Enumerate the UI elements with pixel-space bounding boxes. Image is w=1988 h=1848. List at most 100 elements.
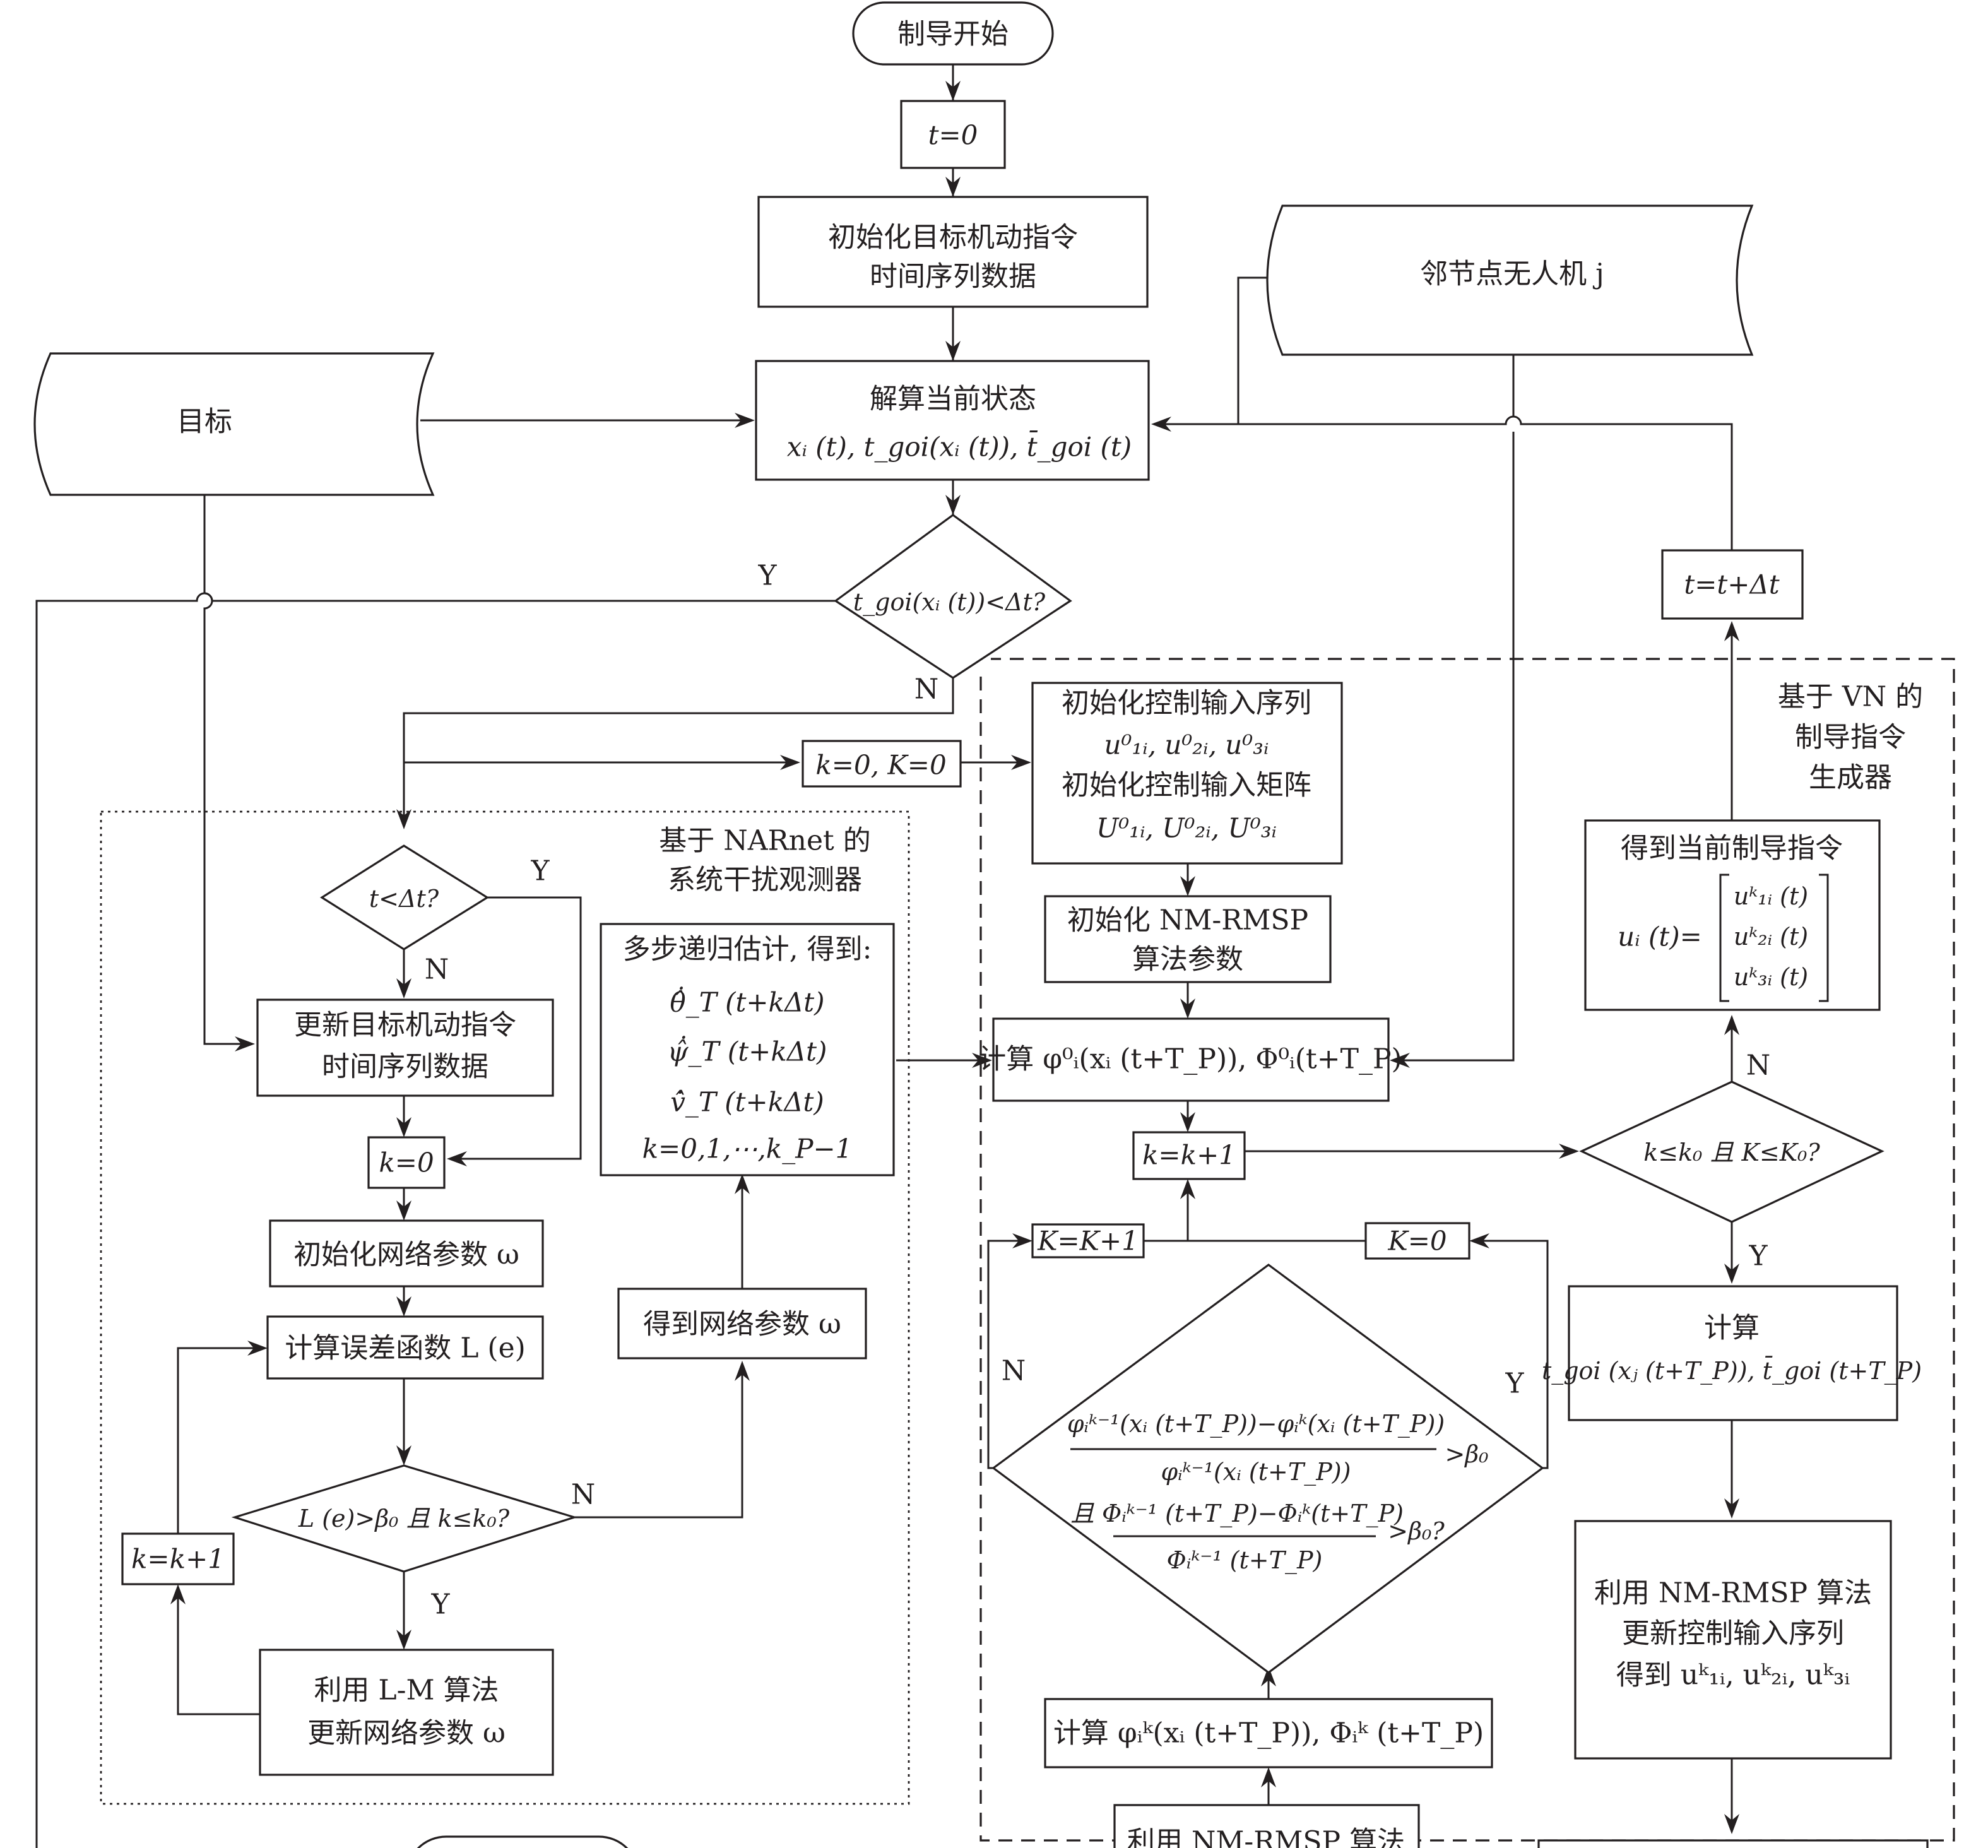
node-k-zero-left[interactable]: k=0 [367, 1136, 446, 1189]
node-conv-check-den2: Φᵢᵏ⁻¹ (t+T_P) [1167, 1546, 1323, 1575]
node-t-update[interactable]: t=t+Δt [1661, 549, 1804, 620]
node-init-target-line2: 时间序列数据 [870, 261, 1036, 293]
node-calc-tgo-j-line2: t_goi (xⱼ (t+T_P)), t̄_goi (t+T_P) [1542, 1356, 1922, 1385]
node-update-target-line1: 更新目标机动指令 [294, 1009, 516, 1041]
node-K-inc[interactable]: K=K+1 [1031, 1223, 1145, 1259]
node-loss-check[interactable]: L (e)>β₀ 且 k≤k₀? [231, 1464, 578, 1573]
node-init-control-line3: 初始化控制输入矩阵 [1062, 769, 1311, 802]
node-conv-check[interactable]: φᵢᵏ⁻¹(xᵢ (t+T_P))−φᵢᵏ(xᵢ (t+T_P)) φᵢᵏ⁻¹(… [991, 1264, 1544, 1674]
node-calc-tgo-j[interactable]: 计算 t_goi (xⱼ (t+T_P)), t̄_goi (t+T_P) [1542, 1285, 1922, 1421]
node-t-check[interactable]: t<Δt? [320, 844, 490, 951]
arrow-head [396, 1630, 411, 1650]
node-conv-check-gt1: >β₀ [1445, 1440, 1488, 1468]
node-get-weights-label: 得到网络参数 ω [643, 1308, 841, 1341]
node-lm-update[interactable]: 利用 L-M 算法 更新网络参数 ω [259, 1649, 554, 1776]
node-k-zero-left-label: k=0 [379, 1147, 434, 1178]
node-init-nmrmsp[interactable]: 初始化 NM-RMSP 算法参数 [1044, 895, 1332, 983]
node-multi-step[interactable]: 多步递归估计, 得到: θ̂̇_T (t+kΔt) ψ̂̇_T (t+kΔt) … [600, 923, 895, 1176]
arrow-head [1724, 1814, 1739, 1834]
arrow-head [972, 1053, 992, 1068]
arrowheads [170, 81, 1739, 1834]
node-loop-check[interactable]: k≤k₀ 且 K≤K₀? [1579, 1081, 1884, 1223]
node-init-target[interactable]: 初始化目标机动指令 时间序列数据 [757, 196, 1149, 308]
node-get-weights[interactable]: 得到网络参数 ω [617, 1288, 867, 1359]
edge-label-conv-no: N [1002, 1355, 1026, 1387]
node-calc-tgo-j-line1: 计算 [1704, 1312, 1760, 1344]
node-init-target-line1: 初始化目标机动指令 [828, 222, 1078, 254]
narnet-group-title-1: 基于 NARnet 的 [659, 825, 870, 857]
node-lm-update-line1: 利用 L-M 算法 [314, 1674, 499, 1707]
node-k-inc-left-label: k=k+1 [131, 1544, 225, 1575]
node-calc-loss[interactable]: 计算误差函数 L (e) [266, 1315, 544, 1380]
arrow-head [945, 341, 961, 361]
node-get-command[interactable]: 得到当前制导指令 uᵢ (t)= uᵏ₁ᵢ (t) uᵏ₂ᵢ (t) uᵏ₃ᵢ … [1584, 819, 1881, 1011]
node-K-inc-label: K=K+1 [1037, 1226, 1139, 1257]
node-k-inc-left[interactable]: k=k+1 [121, 1532, 235, 1585]
edge-lm-kinc [177, 1590, 260, 1715]
edge-target-update [203, 495, 247, 1045]
node-multi-step-line1: 多步递归估计, 得到: [623, 933, 872, 966]
arrow-head [735, 1361, 750, 1381]
vn-group-title-3: 生成器 [1809, 762, 1892, 794]
node-k-inc-right[interactable]: k=k+1 [1132, 1131, 1246, 1180]
edge-check-yes-end [35, 592, 836, 1848]
node-init-weights[interactable]: 初始化网络参数 ω [269, 1219, 544, 1288]
node-init-control-line4: U⁰₁ᵢ, U⁰₂ᵢ, U⁰₃ᵢ [1096, 813, 1277, 844]
arrow-head [945, 495, 961, 515]
arrow-head [247, 1341, 268, 1356]
arrow-head [1261, 1767, 1276, 1787]
edge-label-tcheck-no: N [425, 954, 449, 986]
node-calc-loss-label: 计算误差函数 L (e) [285, 1332, 526, 1365]
node-calc-tgo-i[interactable]: 计算 t_goi (xᵢ (t+T_p)) [1537, 1839, 1929, 1848]
node-start[interactable]: 制导开始 [852, 1, 1054, 66]
node-solve-state-line1: 解算当前状态 [870, 383, 1036, 415]
edge-neighbor-phi0 [1397, 353, 1515, 1062]
node-end[interactable]: 制导结束 [406, 1835, 639, 1848]
matrix-bracket-right [1819, 874, 1829, 1002]
arrow-head [1012, 1233, 1032, 1248]
edge-check-no [403, 678, 954, 823]
node-conv-check-num1: φᵢᵏ⁻¹(xᵢ (t+T_P))−φᵢᵏ(xᵢ (t+T_P)) [1067, 1410, 1445, 1438]
node-conv-check-gt2: >β₀? [1388, 1517, 1445, 1545]
arrow-head [396, 1445, 411, 1466]
vn-group-border [979, 658, 1955, 1842]
node-update-matrix[interactable]: 利用 NM-RMSP 算法 更新控制输入矩阵 得到 Uᵏ₁ᵢ, Uᵏ₂ᵢ, Uᵏ… [1113, 1804, 1420, 1848]
node-neighbor[interactable]: 邻节点无人机 j [1266, 204, 1754, 356]
node-t0-label: t=0 [928, 120, 978, 151]
arrow-head [735, 1174, 750, 1194]
narnet-group-border [100, 810, 910, 1805]
node-calc-phik-label: 计算 φᵢᵏ(xᵢ (t+T_P)), Φᵢᵏ (t+T_P) [1053, 1717, 1484, 1750]
arrow-head [1390, 1053, 1410, 1068]
node-init-control[interactable]: 初始化控制输入序列 u⁰₁ᵢ, u⁰₂ᵢ, u⁰₃ᵢ 初始化控制输入矩阵 U⁰₁… [1031, 682, 1343, 865]
node-update-target[interactable]: 更新目标机动指令 时间序列数据 [256, 998, 554, 1097]
node-calc-phi0-label: 计算 φ⁰ᵢ(xᵢ (t+T_P)), Φ⁰ᵢ(t+T_P) [978, 1043, 1402, 1075]
node-t0[interactable]: t=0 [900, 100, 1006, 169]
node-tgo-check[interactable]: t_goi(xᵢ (t))<Δt? [834, 514, 1072, 679]
node-calc-phik[interactable]: 计算 φᵢᵏ(xᵢ (t+T_P)), Φᵢᵏ (t+T_P) [1044, 1698, 1493, 1768]
node-loop-check-label: k≤k₀ 且 K≤K₀? [1643, 1139, 1820, 1166]
edge-label-conv-yes: Y [1505, 1368, 1524, 1400]
arrow-head [1180, 998, 1195, 1019]
node-neighbor-label: 邻节点无人机 j [1420, 258, 1604, 290]
node-get-command-title: 得到当前制导指令 [1621, 832, 1843, 865]
arrow-head [1151, 417, 1171, 432]
edge-conv-no [987, 1240, 1025, 1469]
node-calc-phi0[interactable]: 计算 φ⁰ᵢ(xᵢ (t+T_P)), Φ⁰ᵢ(t+T_P) [978, 1017, 1402, 1102]
node-solve-state[interactable]: 解算当前状态 xᵢ (t), t_goi(xᵢ (t)), t̄_goi (t) [755, 360, 1150, 481]
arrow-head [1180, 1112, 1195, 1132]
node-kK-init[interactable]: k=0, K=0 [802, 740, 962, 788]
node-kK-init-label: k=0, K=0 [815, 750, 946, 781]
node-k-inc-right-label: k=k+1 [1142, 1140, 1236, 1171]
node-update-sequence-line2: 更新控制输入序列 [1622, 1618, 1844, 1650]
node-target[interactable]: 目标 [33, 352, 435, 496]
arrow-head [396, 809, 411, 829]
narnet-group-title-2: 系统干扰观测器 [668, 864, 862, 896]
arrow-head [447, 1151, 467, 1166]
arrow-head [1180, 1179, 1195, 1199]
node-update-sequence[interactable]: 利用 NM-RMSP 算法 更新控制输入序列 得到 uᵏ₁ᵢ, uᵏ₂ᵢ, uᵏ… [1574, 1520, 1892, 1760]
node-K-zero[interactable]: K=0 [1364, 1222, 1470, 1260]
node-K-zero-label: K=0 [1387, 1226, 1447, 1257]
arrow-head [396, 1117, 411, 1137]
node-multi-step-line2: θ̂̇_T (t+kΔt) [670, 986, 824, 1017]
matrix-bracket-left [1719, 874, 1729, 1002]
